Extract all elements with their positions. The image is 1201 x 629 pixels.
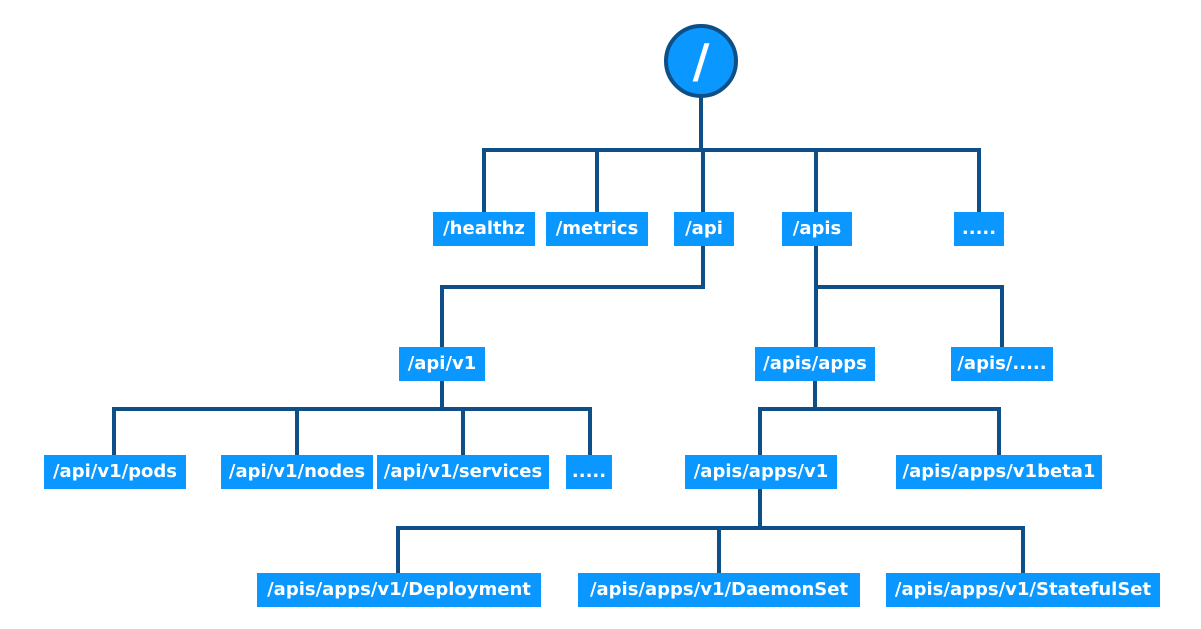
node-api-v1-more: ..... [566, 455, 612, 489]
node-more-top: ..... [954, 212, 1004, 246]
node-api-v1: /api/v1 [399, 347, 485, 381]
root-node: / [664, 24, 738, 98]
node-pods: /api/v1/pods [44, 455, 186, 489]
node-healthz: /healthz [433, 212, 535, 246]
node-daemonset: /apis/apps/v1/DaemonSet [578, 573, 860, 607]
node-apis: /apis [782, 212, 852, 246]
node-apps-v1beta1: /apis/apps/v1beta1 [896, 455, 1102, 489]
node-metrics: /metrics [546, 212, 648, 246]
node-apps-v1: /apis/apps/v1 [685, 455, 837, 489]
node-api: /api [674, 212, 734, 246]
node-deployment: /apis/apps/v1/Deployment [257, 573, 541, 607]
node-apis-more: /apis/..... [951, 347, 1053, 381]
node-statefulset: /apis/apps/v1/StatefulSet [886, 573, 1160, 607]
node-apis-apps: /apis/apps [755, 347, 875, 381]
node-nodes: /api/v1/nodes [221, 455, 373, 489]
node-services: /api/v1/services [377, 455, 549, 489]
